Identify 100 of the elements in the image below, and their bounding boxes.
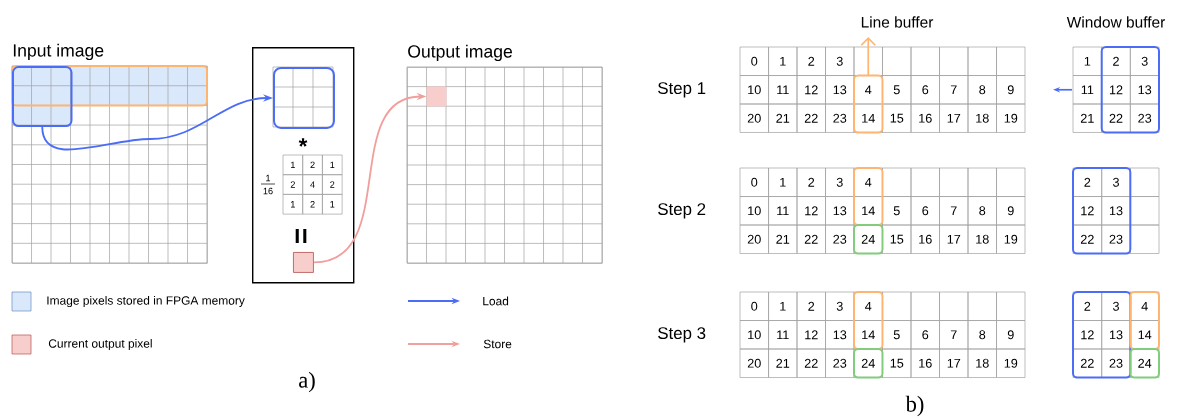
image-grid: Output image [406,44,603,264]
table-cell: 7 [939,320,969,350]
table-cell: 5 [882,196,912,226]
table-cell: 1 [768,291,798,321]
table-cell: 4 [853,291,883,321]
table-cell: 2 [796,167,826,197]
table-cell: 1 [322,194,343,215]
table-cell: 23 [1130,103,1160,133]
table-cell: 21 [768,103,798,133]
table-cell: 1 [768,46,798,76]
table-cell: 3 [825,291,855,321]
fraction: 1 16 [260,174,276,195]
table-cell: 7 [939,196,969,226]
table-cell: 1 [768,167,798,197]
table-cell: 2 [1101,46,1131,76]
table-cell: 22 [796,224,826,254]
table-cell: 23 [1101,224,1131,254]
node-label: Input image [13,43,104,61]
equals-sign: = [295,228,307,244]
table-cell: 20 [739,103,769,133]
table-cell: 1 [322,154,343,176]
table-cell: 20 [739,224,769,254]
table-cell: 6 [910,196,940,226]
table-cell: 12 [796,75,826,105]
table-cell: 22 [1101,103,1131,133]
processing-box [252,47,355,284]
table-cell: 23 [1101,348,1131,378]
table-cell: 13 [825,75,855,105]
table-cell: 2 [302,154,323,176]
table-cell: 23 [825,224,855,254]
step-label: Step 1 [658,82,706,98]
table-cell: 17 [939,348,969,378]
table-cell: 2 [1072,167,1103,197]
table-cell: 5 [882,320,912,350]
table-cell: 22 [1072,348,1103,378]
table-cell: 10 [739,320,769,350]
table-cell: 11 [768,75,798,105]
table-cell: 1 [1072,46,1103,76]
table-cell: 24 [853,224,883,254]
step-label: Step 2 [658,203,706,219]
table-cell: 12 [1101,75,1131,105]
table-cell: 3 [1101,291,1131,321]
table-cell: 24 [1130,348,1160,378]
table-cell: 17 [939,224,969,254]
table-cell: 13 [1130,75,1160,105]
table-cell: 15 [882,224,912,254]
legend-text: Current output pixel [48,338,152,351]
table-cell: 1 [282,154,304,176]
table-cell: 12 [796,320,826,350]
table-cell: 11 [768,320,798,350]
window-grid [272,66,335,129]
column-heading: Line buffer [861,16,934,28]
table-cell: 11 [1072,75,1103,105]
table-cell: 3 [1101,167,1131,197]
table-cell: 10 [739,196,769,226]
table-cell: 9 [996,75,1026,105]
table-cell: 6 [910,320,940,350]
table-cell: 3 [1130,46,1160,76]
table-cell: 2 [796,291,826,321]
table-cell: 14 [853,320,883,350]
legend-text: Store [483,339,512,349]
panel-label: a) [299,371,315,393]
table-cell: 4 [853,167,883,197]
table-cell: 2 [1072,291,1103,321]
table-cell: 5 [882,75,912,105]
table-cell: 9 [996,196,1026,226]
table-cell: 13 [825,320,855,350]
table-cell: 18 [967,224,997,254]
image-grid: Input image [11,43,208,264]
table-cell: 19 [996,224,1026,254]
table-cell: 22 [1072,224,1103,254]
table-cell: 16 [910,224,940,254]
table-cell: 8 [967,320,997,350]
table-cell: 1 [282,194,304,215]
table-cell: 13 [825,196,855,226]
table-cell: 16 [910,103,940,133]
window-outline [12,66,73,128]
table-cell: 11 [768,196,798,226]
table-cell: 19 [996,103,1026,133]
table-cell: 6 [910,75,940,105]
table-cell: 22 [796,348,826,378]
table-cell: 0 [739,291,769,321]
table-cell: 23 [825,103,855,133]
table-cell: 21 [768,224,798,254]
table-cell: 0 [739,167,769,197]
table-cell: 2 [796,46,826,76]
table-cell: 2 [302,194,323,215]
table-cell: 12 [1072,320,1103,350]
table-cell: 2 [282,174,304,195]
table-cell: 15 [882,348,912,378]
table-cell: 7 [939,75,969,105]
table-cell: 12 [1072,196,1103,226]
table-cell: 0 [739,46,769,76]
table-cell: 21 [768,348,798,378]
legend-text: Image pixels stored in FPGA memory [47,295,245,308]
table-cell: 4 [302,174,323,195]
table-cell: 3 [825,46,855,76]
output-pixel [293,252,314,273]
table-cell: 14 [853,103,883,133]
table-cell: 22 [796,103,826,133]
